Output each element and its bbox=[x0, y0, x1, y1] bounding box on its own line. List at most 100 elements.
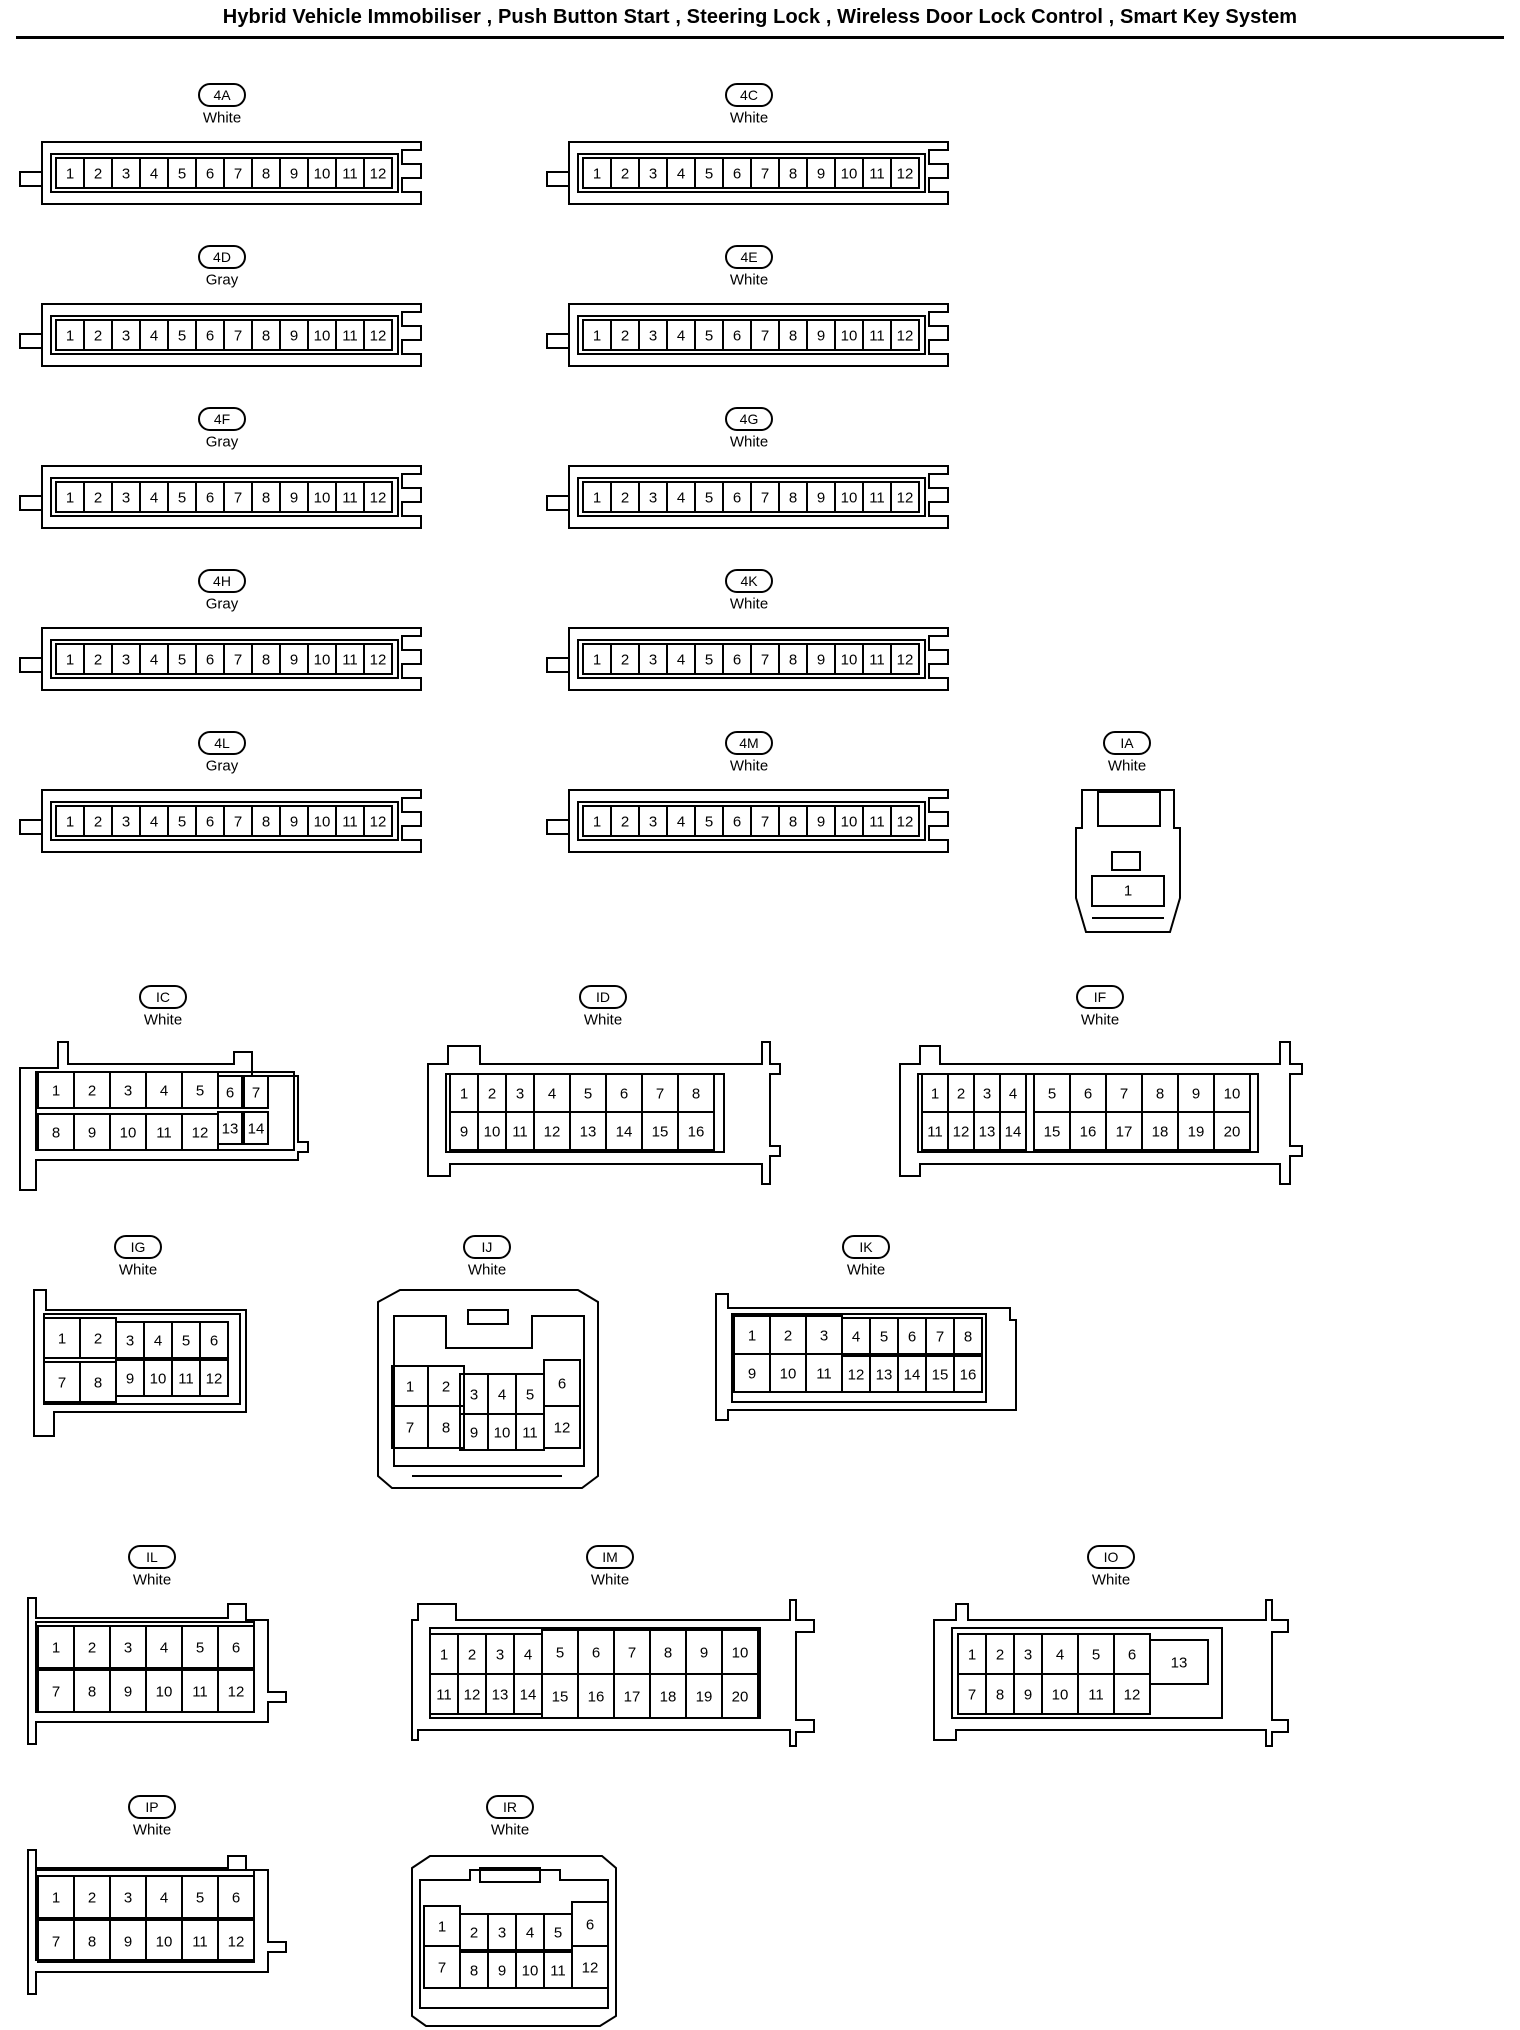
pin-number: 3 bbox=[124, 1083, 132, 1100]
pin-number: 7 bbox=[52, 1934, 60, 1951]
pin-cell bbox=[217, 1919, 255, 1963]
pin-number: 13 bbox=[580, 1124, 597, 1141]
pin-number: 12 bbox=[544, 1124, 561, 1141]
pin-number: 4 bbox=[160, 1640, 168, 1657]
pin-number: 10 bbox=[841, 328, 858, 345]
cavity-outline bbox=[951, 1627, 1223, 1719]
pin-number: 6 bbox=[206, 652, 214, 669]
pin-number: 2 bbox=[88, 1890, 96, 1907]
pin-number: 3 bbox=[983, 1086, 991, 1103]
pin-number: 5 bbox=[196, 1640, 204, 1657]
pin-number: 7 bbox=[234, 652, 242, 669]
pin-number: 14 bbox=[1005, 1124, 1022, 1141]
connector-code-badge bbox=[579, 985, 627, 1009]
pin-cell bbox=[890, 805, 920, 837]
cavity-outline bbox=[577, 801, 926, 841]
connector-color: Gray bbox=[206, 434, 239, 451]
pin-number: 1 bbox=[438, 1919, 446, 1936]
pin-number: 4 bbox=[498, 1387, 506, 1404]
pin-number: 16 bbox=[960, 1367, 977, 1384]
connector-outline bbox=[33, 1289, 247, 1437]
connector-code: 4G bbox=[740, 411, 759, 427]
pin-number: 12 bbox=[192, 1125, 209, 1142]
connector-color: White bbox=[730, 758, 768, 775]
pin-number: 6 bbox=[733, 652, 741, 669]
pin-number: 8 bbox=[442, 1420, 450, 1437]
pin-number: 10 bbox=[841, 166, 858, 183]
connector-code-badge bbox=[486, 1795, 534, 1819]
pin-number: 5 bbox=[705, 166, 713, 183]
pin-number: 4 bbox=[677, 328, 685, 345]
pin-number: 12 bbox=[370, 652, 387, 669]
pin-number: 8 bbox=[88, 1684, 96, 1701]
connector-latch bbox=[19, 171, 42, 187]
pin-number: 12 bbox=[228, 1934, 245, 1951]
pin-number: 9 bbox=[817, 652, 825, 669]
pin-number: 4 bbox=[548, 1086, 556, 1103]
pin-number: 7 bbox=[406, 1420, 414, 1437]
pin-number: 4 bbox=[1009, 1086, 1017, 1103]
connector-outline bbox=[427, 1041, 781, 1185]
pin-number: 17 bbox=[1116, 1124, 1133, 1141]
connector-latch bbox=[546, 333, 569, 349]
connector-code-badge bbox=[198, 731, 246, 755]
connector-code-badge bbox=[128, 1795, 176, 1819]
cavity-outline bbox=[577, 153, 926, 193]
pin-number: 17 bbox=[624, 1689, 641, 1706]
pin-number: 11 bbox=[342, 814, 358, 831]
pin-number: 13 bbox=[492, 1687, 509, 1704]
pin-number: 10 bbox=[522, 1963, 539, 1980]
connector-code: ID bbox=[596, 989, 610, 1005]
pin-number: 3 bbox=[124, 1890, 132, 1907]
pin-number: 8 bbox=[664, 1645, 672, 1662]
connector-code-badge bbox=[725, 569, 773, 593]
pin-number: 7 bbox=[234, 490, 242, 507]
pin-number: 9 bbox=[817, 490, 825, 507]
pin-number: 12 bbox=[370, 814, 387, 831]
pin-number: 4 bbox=[150, 166, 158, 183]
pin-number: 15 bbox=[1044, 1124, 1061, 1141]
pin-number: 7 bbox=[1120, 1086, 1128, 1103]
connector-code: 4L bbox=[214, 735, 230, 751]
connector-outline bbox=[27, 1597, 287, 1745]
pin-number: 12 bbox=[953, 1124, 970, 1141]
pin-number: 7 bbox=[761, 814, 769, 831]
pin-number: 3 bbox=[122, 328, 130, 345]
connector-color: White bbox=[1081, 1012, 1119, 1029]
connector-color: White bbox=[468, 1262, 506, 1279]
pin-number: 2 bbox=[442, 1379, 450, 1396]
connector-outline bbox=[568, 303, 949, 367]
pin-number: 9 bbox=[290, 328, 298, 345]
connector-outline bbox=[377, 1289, 599, 1489]
pin-number: 1 bbox=[406, 1379, 414, 1396]
connector-latch bbox=[546, 495, 569, 511]
connector-outline bbox=[568, 789, 949, 853]
pin-number: 2 bbox=[94, 328, 102, 345]
connector-code-badge bbox=[198, 569, 246, 593]
pin-number: 2 bbox=[88, 1640, 96, 1657]
connector-color: White bbox=[591, 1572, 629, 1589]
pin-number: 10 bbox=[841, 814, 858, 831]
cavity-outline bbox=[577, 315, 926, 355]
pin-number: 6 bbox=[586, 1917, 594, 1934]
pin-number: 11 bbox=[816, 1366, 832, 1383]
pin-number: 5 bbox=[196, 1083, 204, 1100]
pin-number: 3 bbox=[126, 1333, 134, 1350]
pin-number: 20 bbox=[732, 1689, 749, 1706]
connector-code: IG bbox=[131, 1239, 146, 1255]
pin-number: 4 bbox=[150, 490, 158, 507]
connector-code-badge bbox=[725, 83, 773, 107]
pin-cell bbox=[1149, 1639, 1209, 1685]
connector-code: IF bbox=[1094, 989, 1106, 1005]
connector-code: 4E bbox=[740, 249, 757, 265]
pin-number: 2 bbox=[488, 1086, 496, 1103]
pin-number: 12 bbox=[582, 1960, 599, 1977]
connector-latch bbox=[19, 657, 42, 673]
pin-number: 4 bbox=[150, 652, 158, 669]
connector-color: White bbox=[1092, 1572, 1130, 1589]
connector-code-badge bbox=[198, 245, 246, 269]
